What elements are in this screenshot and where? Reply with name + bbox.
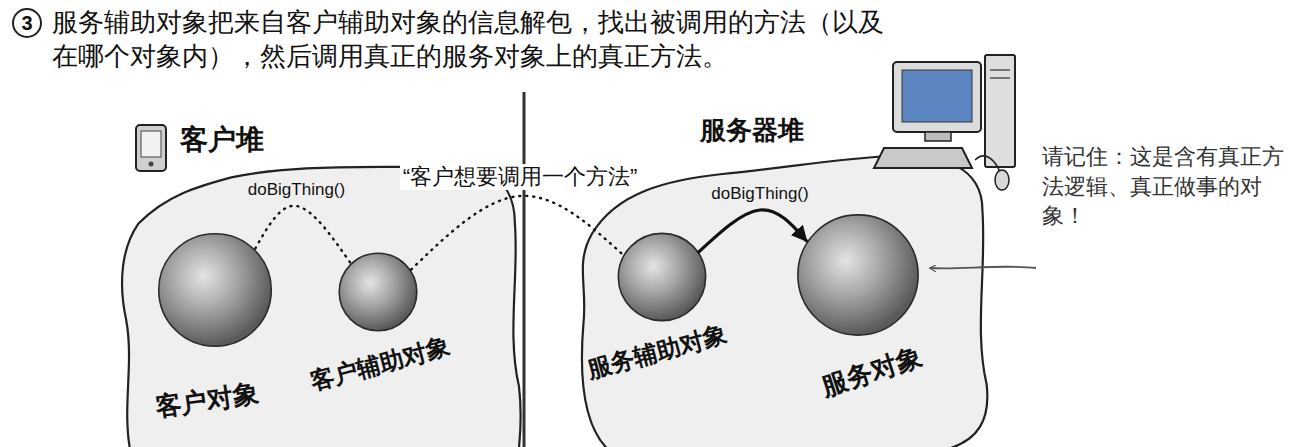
callout-number: 3 (21, 13, 32, 33)
object-ball-circle (159, 234, 272, 347)
text-holder: 客户堆 (180, 124, 264, 156)
tower-slot (990, 69, 1010, 71)
monitor-stand (925, 132, 951, 141)
call-connector (255, 206, 350, 263)
object-circle: 服务对象 (796, 213, 920, 337)
region-heading: 服务器堆 (700, 116, 804, 146)
mouse-cable (975, 156, 1000, 172)
text-holder: 客户辅助对象 (308, 350, 452, 378)
computer-tower (985, 55, 1015, 167)
object-ball-circle (798, 215, 918, 335)
text-holder: doBigThing() (245, 180, 348, 200)
text-holder: 请记住：这是含有真正方法逻辑、真正做事的对象！ (1042, 142, 1294, 231)
text-holder: 服务辅助对象把来自客户辅助对象的信息解包，找出被调用的方法（以及在哪个对象内），… (52, 6, 897, 75)
monitor-screen (902, 70, 972, 122)
call-label: doBigThing() (708, 184, 811, 204)
call-connector (411, 196, 623, 270)
callout-circle: 3 (12, 8, 42, 38)
text-holder: 服务辅助对象 (585, 338, 729, 366)
text-holder: 服务器堆 (700, 116, 804, 146)
object-ball (617, 232, 707, 322)
divider-line (523, 92, 526, 447)
object-ball-circle (618, 233, 705, 320)
phone-body (136, 125, 166, 171)
object-circle: 服务辅助对象 (617, 232, 707, 322)
object-ball (796, 213, 920, 337)
object-ball-circle (339, 253, 417, 331)
call-label: “客户想要调用一个方法” (400, 164, 641, 190)
heap-region: 客户堆客户对象客户辅助对象 (118, 160, 523, 447)
tower-slot (990, 77, 1010, 79)
text-holder: 服务对象 (820, 357, 924, 387)
mouse (995, 170, 1009, 190)
leader-arrow (930, 267, 1036, 269)
phone-button (149, 162, 154, 167)
keyboard (874, 148, 972, 168)
phone-screen (141, 131, 161, 157)
call-label: doBigThing() (245, 180, 348, 200)
object-ball (338, 252, 418, 332)
text-holder: 客户对象 (155, 386, 259, 416)
computer-icon (874, 55, 1015, 190)
region-heading: 客户堆 (180, 124, 264, 156)
text-holder: doBigThing() (708, 184, 811, 204)
call-connector (699, 210, 806, 252)
heap-outline-path (122, 166, 521, 447)
note-text: 请记住：这是含有真正方法逻辑、真正做事的对象！ (1042, 142, 1294, 231)
object-circle: 客户辅助对象 (338, 252, 418, 332)
phone-icon (136, 125, 166, 171)
monitor (893, 62, 981, 132)
heap-outline-path (582, 156, 987, 447)
step-caption: 服务辅助对象把来自客户辅助对象的信息解包，找出被调用的方法（以及在哪个对象内），… (52, 6, 897, 75)
text-holder: “客户想要调用一个方法” (400, 164, 641, 190)
